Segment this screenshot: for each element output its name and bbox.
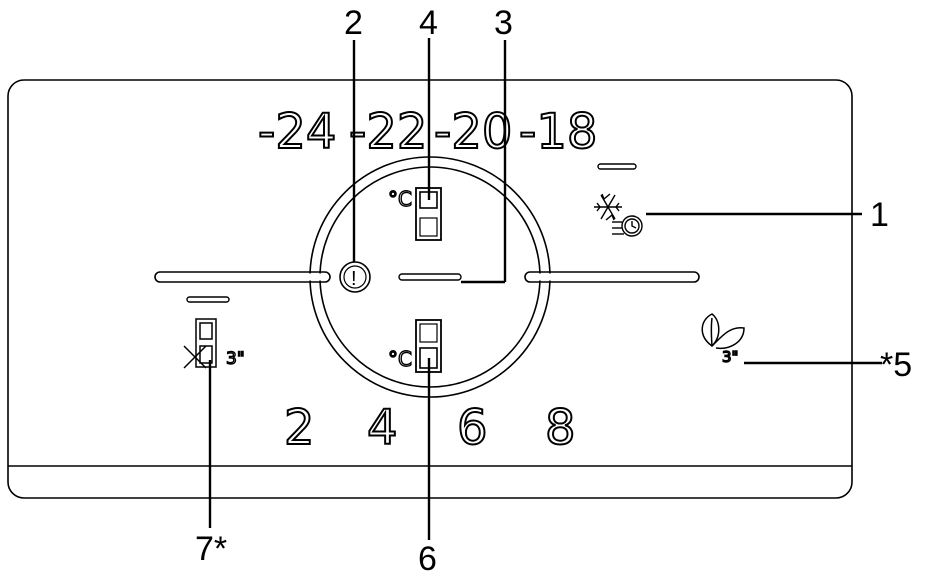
freezer-display-icon: °C <box>387 186 442 241</box>
callout-3: 3 <box>494 4 513 42</box>
fridge-unit-label: °C <box>388 347 412 371</box>
freezer-temp-3: -20 <box>434 104 512 160</box>
eco-leaf-icon: 3" <box>701 313 745 367</box>
freezer-temp-1: -24 <box>258 104 336 160</box>
super-freeze-indicator-led <box>597 163 637 170</box>
freezer-unit-label: °C <box>388 187 412 211</box>
ring-gap-left <box>300 273 326 281</box>
fridge-temp-3: 6 <box>457 400 488 456</box>
callout-7: 7* <box>195 530 227 568</box>
callout-5: *5 <box>880 346 912 384</box>
eco-duration: 3" <box>722 348 738 366</box>
fridge-temp-4: 8 <box>545 400 576 456</box>
door-alarm-icon: 3" <box>183 318 245 370</box>
door-duration: 3" <box>226 349 245 369</box>
freezer-temp-4: -18 <box>519 104 597 160</box>
center-indicator-led <box>398 273 462 281</box>
fridge-display-icon: °C <box>387 319 442 373</box>
left-indicator-bar <box>154 271 331 283</box>
alarm-icon: ! <box>339 261 371 293</box>
alarm-symbol: ! <box>351 268 357 290</box>
right-indicator-bar <box>524 271 700 283</box>
fridge-temp-2: 4 <box>367 400 398 456</box>
callout-2: 2 <box>344 4 363 42</box>
callout-1: 1 <box>870 196 889 234</box>
door-alarm-indicator-led <box>186 296 230 303</box>
freezer-temp-2: -22 <box>349 104 427 160</box>
ring-gap-right <box>534 273 560 281</box>
fridge-temp-1: 2 <box>284 400 315 456</box>
snowflake-timer-icon <box>594 193 643 237</box>
callout-6: 6 <box>418 540 437 575</box>
leader-lines <box>208 38 882 540</box>
callout-4: 4 <box>419 4 438 42</box>
